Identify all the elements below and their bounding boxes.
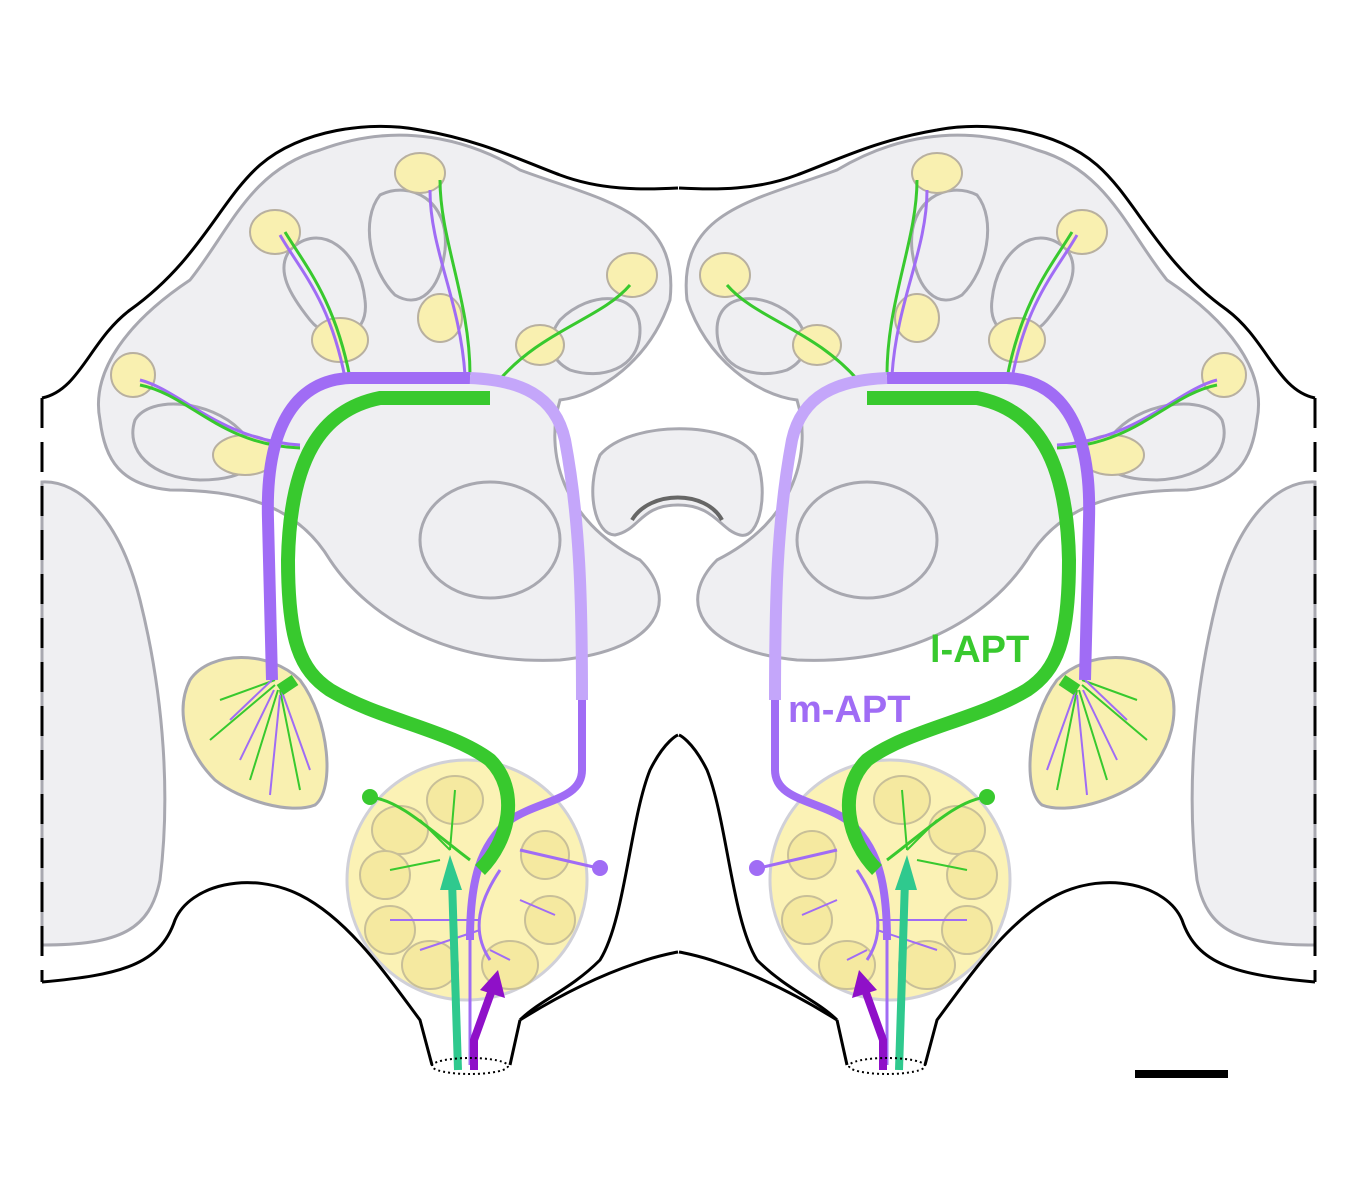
right-hemisphere	[679, 126, 1315, 1074]
label-m-apt: m-APT	[788, 689, 910, 731]
left-hemisphere	[42, 126, 678, 1074]
scale-bar	[1135, 1070, 1228, 1078]
central-complex	[591, 427, 764, 537]
label-l-apt: l-APT	[930, 629, 1029, 671]
